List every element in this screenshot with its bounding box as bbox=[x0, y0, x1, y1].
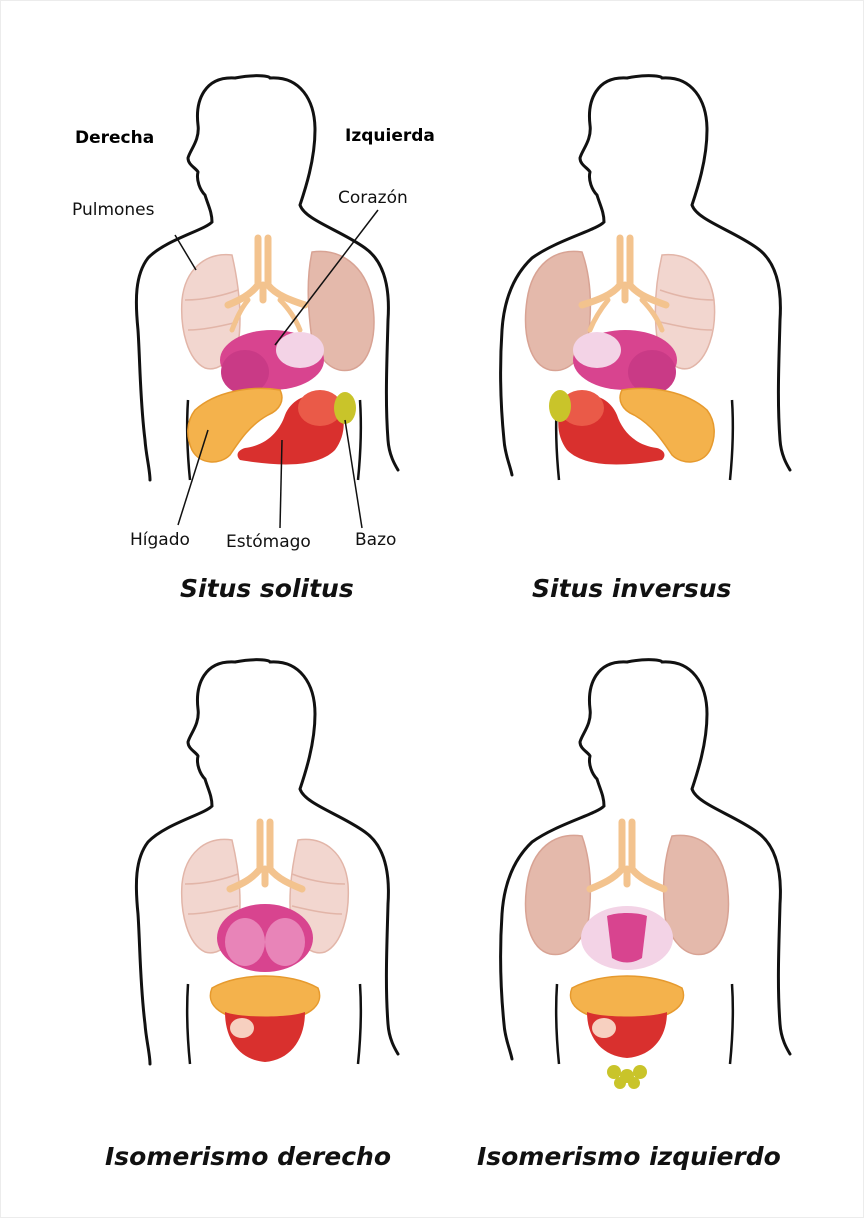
trachea bbox=[228, 238, 305, 305]
caption-isomerismo-derecho: Isomerismo derecho bbox=[105, 1142, 391, 1171]
spleen bbox=[334, 392, 356, 424]
caption-situs-solitus: Situs solitus bbox=[180, 574, 354, 603]
trachea bbox=[590, 822, 664, 889]
label-estomago: Estómago bbox=[226, 532, 311, 552]
spleen-cluster bbox=[607, 1065, 647, 1089]
label-pulmones: Pulmones bbox=[72, 200, 155, 220]
panel-isomerismo-derecho: Isomerismo derecho bbox=[0, 620, 432, 1218]
isomerismo-izquierdo-illustration bbox=[432, 620, 864, 1218]
label-higado: Hígado bbox=[130, 530, 190, 550]
lung-right bbox=[664, 835, 729, 954]
label-corazon: Corazón bbox=[338, 188, 408, 208]
trachea bbox=[582, 238, 666, 305]
panel-situs-solitus: Derecha Izquierda Pulmones Corazón Hígad… bbox=[0, 0, 432, 620]
panel-isomerismo-izquierdo: Isomerismo izquierdo bbox=[432, 620, 864, 1218]
situs-solitus-illustration bbox=[0, 0, 432, 620]
situs-inversus-illustration bbox=[432, 0, 864, 620]
label-bazo: Bazo bbox=[355, 530, 396, 550]
caption-situs-inversus: Situs inversus bbox=[532, 574, 731, 603]
spleen bbox=[549, 390, 571, 422]
label-derecha: Derecha bbox=[75, 128, 154, 148]
isomerismo-derecho-illustration bbox=[0, 620, 432, 1218]
lung-left bbox=[526, 835, 591, 954]
caption-isomerismo-izquierdo: Isomerismo izquierdo bbox=[477, 1142, 781, 1171]
panel-situs-inversus: Situs inversus bbox=[432, 0, 864, 620]
label-izquierda: Izquierda bbox=[345, 126, 435, 146]
